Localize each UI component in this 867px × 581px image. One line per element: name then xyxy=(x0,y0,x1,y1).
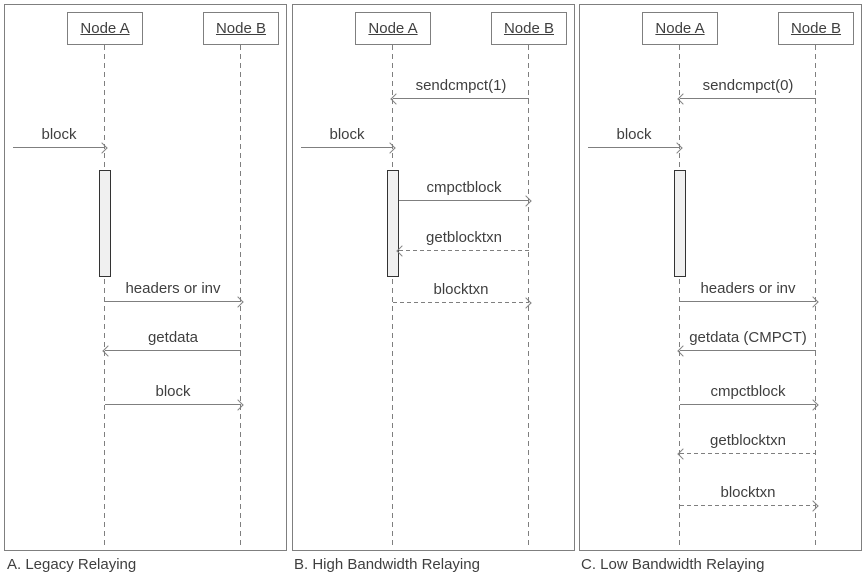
message-label: getblocktxn xyxy=(426,229,502,246)
node-a-label: Node A xyxy=(368,20,418,37)
node-b-box: Node B xyxy=(491,12,567,45)
message-getdata-cmpct: getdata (CMPCT) xyxy=(677,328,816,357)
message-label: headers or inv xyxy=(125,280,221,297)
message-blocktxn: blocktxn xyxy=(680,483,819,512)
message-label: blocktxn xyxy=(720,484,776,501)
message-label: block xyxy=(155,383,191,400)
message-label: headers or inv xyxy=(700,280,796,297)
message-headers-or-inv: headers or inv xyxy=(680,279,819,308)
message-headers-or-inv: headers or inv xyxy=(105,279,244,308)
arrow-line xyxy=(680,295,819,308)
message-label: getdata (CMPCT) xyxy=(689,329,807,346)
message-sendcmpct-1: sendcmpct(1) xyxy=(390,76,529,105)
message-cmpctblock: cmpctblock xyxy=(399,178,532,207)
arrow-line xyxy=(102,344,241,357)
activation-bar xyxy=(99,170,111,277)
message-label: cmpctblock xyxy=(710,383,786,400)
arrow-line xyxy=(588,141,683,154)
message-label: cmpctblock xyxy=(426,179,502,196)
message-block-relay: block xyxy=(105,382,244,411)
message-label: block xyxy=(329,126,365,143)
message-label: sendcmpct(1) xyxy=(415,77,507,94)
message-label: blocktxn xyxy=(433,281,489,298)
message-label: block xyxy=(616,126,652,143)
node-a-label: Node A xyxy=(80,20,130,37)
node-a-box: Node A xyxy=(67,12,143,45)
node-a-lifeline xyxy=(679,45,680,545)
node-b-lifeline xyxy=(528,45,529,545)
arrow-line xyxy=(301,141,396,154)
message-block-incoming: block xyxy=(13,125,108,154)
caption-low-bandwidth-relaying: C. Low Bandwidth Relaying xyxy=(581,556,765,573)
message-blocktxn: blocktxn xyxy=(393,280,532,309)
node-a-box: Node A xyxy=(642,12,718,45)
message-label: block xyxy=(41,126,77,143)
node-a-lifeline xyxy=(392,45,393,545)
message-label: sendcmpct(0) xyxy=(702,77,794,94)
panel-high-bandwidth-relaying: Node A Node B sendcmpct(1) block cmpctbl… xyxy=(292,4,575,551)
caption-legacy-relaying: A. Legacy Relaying xyxy=(7,556,137,573)
message-cmpctblock: cmpctblock xyxy=(680,382,819,411)
node-b-label: Node B xyxy=(503,20,555,37)
node-b-box: Node B xyxy=(203,12,279,45)
message-label: getdata xyxy=(147,329,199,346)
message-getblocktxn: getblocktxn xyxy=(677,431,816,460)
panel-low-bandwidth-relaying: Node A Node B sendcmpct(0) block headers… xyxy=(579,4,862,551)
node-b-label: Node B xyxy=(215,20,267,37)
caption-high-bandwidth-relaying: B. High Bandwidth Relaying xyxy=(294,556,480,573)
arrow-line xyxy=(680,398,819,411)
arrow-line xyxy=(390,92,529,105)
arrow-line xyxy=(399,194,532,207)
message-getblocktxn: getblocktxn xyxy=(396,228,529,257)
arrow-line xyxy=(105,398,244,411)
activation-bar xyxy=(674,170,686,277)
message-block-incoming: block xyxy=(588,125,683,154)
activation-bar xyxy=(387,170,399,277)
node-a-label: Node A xyxy=(655,20,705,37)
panel-legacy-relaying: Node A Node B block headers or inv getda… xyxy=(4,4,287,551)
message-label: getblocktxn xyxy=(710,432,786,449)
message-sendcmpct-0: sendcmpct(0) xyxy=(677,76,816,105)
node-b-lifeline xyxy=(815,45,816,545)
node-a-box: Node A xyxy=(355,12,431,45)
node-b-lifeline xyxy=(240,45,241,545)
node-a-lifeline xyxy=(104,45,105,545)
node-b-box: Node B xyxy=(778,12,854,45)
message-getdata: getdata xyxy=(102,328,241,357)
arrow-line xyxy=(677,344,816,357)
arrow-line xyxy=(677,447,816,460)
arrow-line xyxy=(393,296,532,309)
arrow-line xyxy=(396,244,529,257)
arrow-line xyxy=(680,499,819,512)
arrow-line xyxy=(13,141,108,154)
node-b-label: Node B xyxy=(790,20,842,37)
message-block-incoming: block xyxy=(301,125,396,154)
arrow-line xyxy=(105,295,244,308)
arrow-line xyxy=(677,92,816,105)
